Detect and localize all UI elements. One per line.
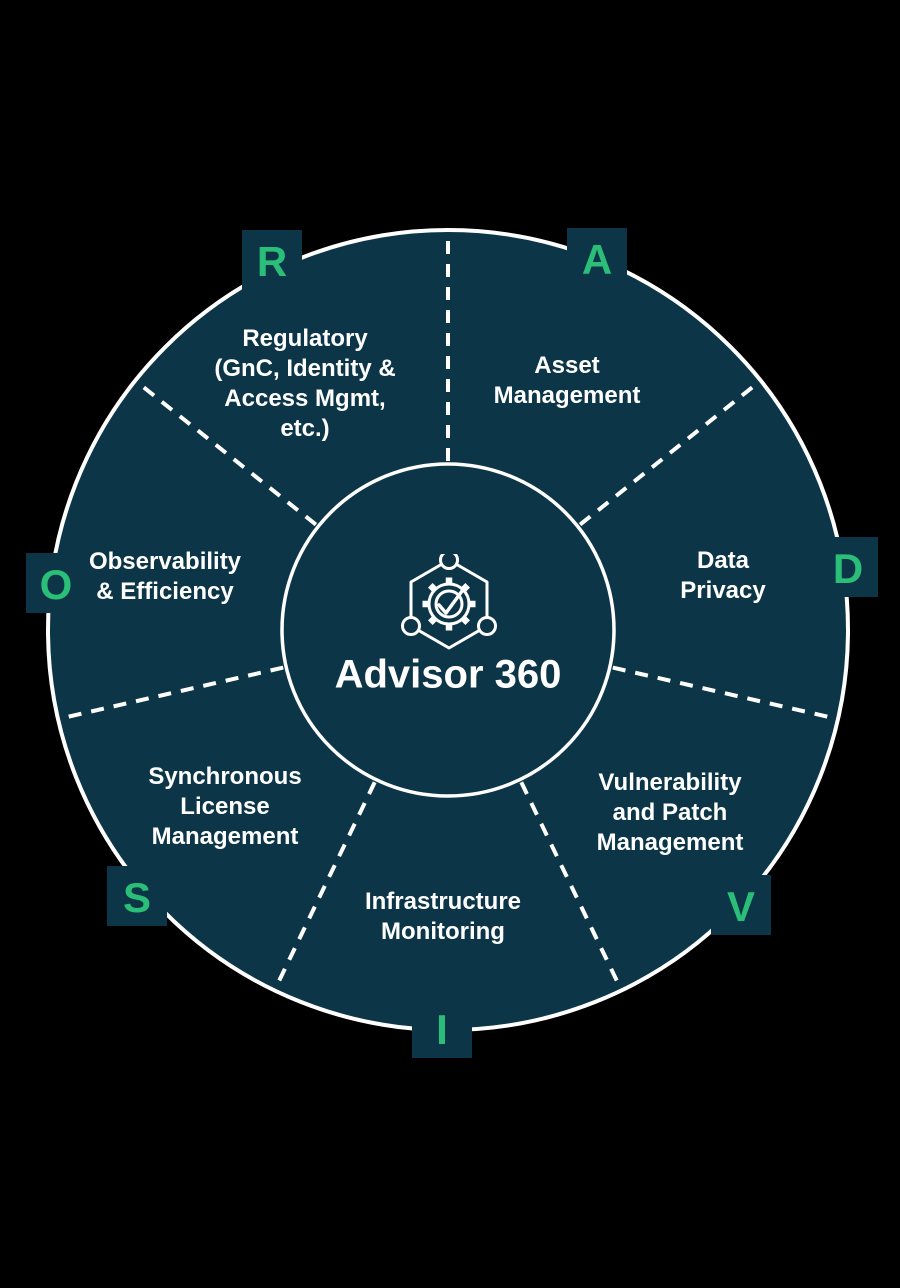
segment-letter-i: I [436,1005,448,1053]
hexagon-node-top [439,554,459,570]
segment-label-line: Data [696,547,750,574]
segment-tab-o: O [26,553,86,613]
segment-tab-s: S [107,866,167,926]
segment-divider-line [136,380,318,527]
segment-label-line: & Efficiency [96,578,234,605]
segment-label-line: Management [151,823,299,850]
segment-label-line: Vulnerability [598,769,742,796]
segment-label-line: Regulatory [242,325,368,352]
segment-divider-line [60,665,284,721]
segment-tab-r: R [242,230,302,290]
segment-label-r: Regulatory (GnC, Identity & Access Mgmt, et… [214,324,395,444]
hexagon-node-left [401,616,421,636]
segment-label-line: Synchronous [148,763,302,790]
segment-tab-i: I [412,998,472,1058]
wheel-title: Advisor 360 [334,652,562,697]
check-ring [434,589,464,619]
segment-label-line: Management [596,829,744,856]
segment-divider-line [612,665,836,721]
segment-label-line: Asset [534,352,600,379]
segment-divider-line [519,781,623,989]
segment-label-line: and Patch [612,799,728,826]
gear-check-hexagon-icon [401,554,497,650]
segment-tab-v: V [711,875,771,935]
hexagon-node-right [477,616,497,636]
segment-letter-s: S [122,873,151,921]
segment-letter-r: R [256,237,288,285]
segment-label-line: Infrastructure [364,888,522,915]
segment-label-o: Observability & Efficiency [89,547,241,607]
segment-divider-line [273,781,377,989]
segment-letter-v: V [726,882,755,930]
segment-label-line: Access Mgmt, [224,385,386,412]
segment-letter-o: O [39,560,73,608]
segment-label-line: Privacy [680,577,766,604]
hexagon-outline [409,558,489,650]
segment-letter-a: A [581,235,613,283]
segment-label-line: (GnC, Identity & [214,355,396,382]
segment-label-line: License [180,793,270,820]
segment-tab-d: D [818,537,878,597]
segment-label-line: etc.) [280,415,330,442]
segment-label-line: Management [493,382,641,409]
segment-dividers [60,233,836,989]
segment-divider-line [578,380,760,527]
segment-tab-a: A [567,228,627,288]
check-mark [437,585,467,615]
segment-letter-d: D [832,544,864,592]
segment-label-line: Monitoring [381,918,505,945]
segment-label-line: Observability [88,548,242,575]
